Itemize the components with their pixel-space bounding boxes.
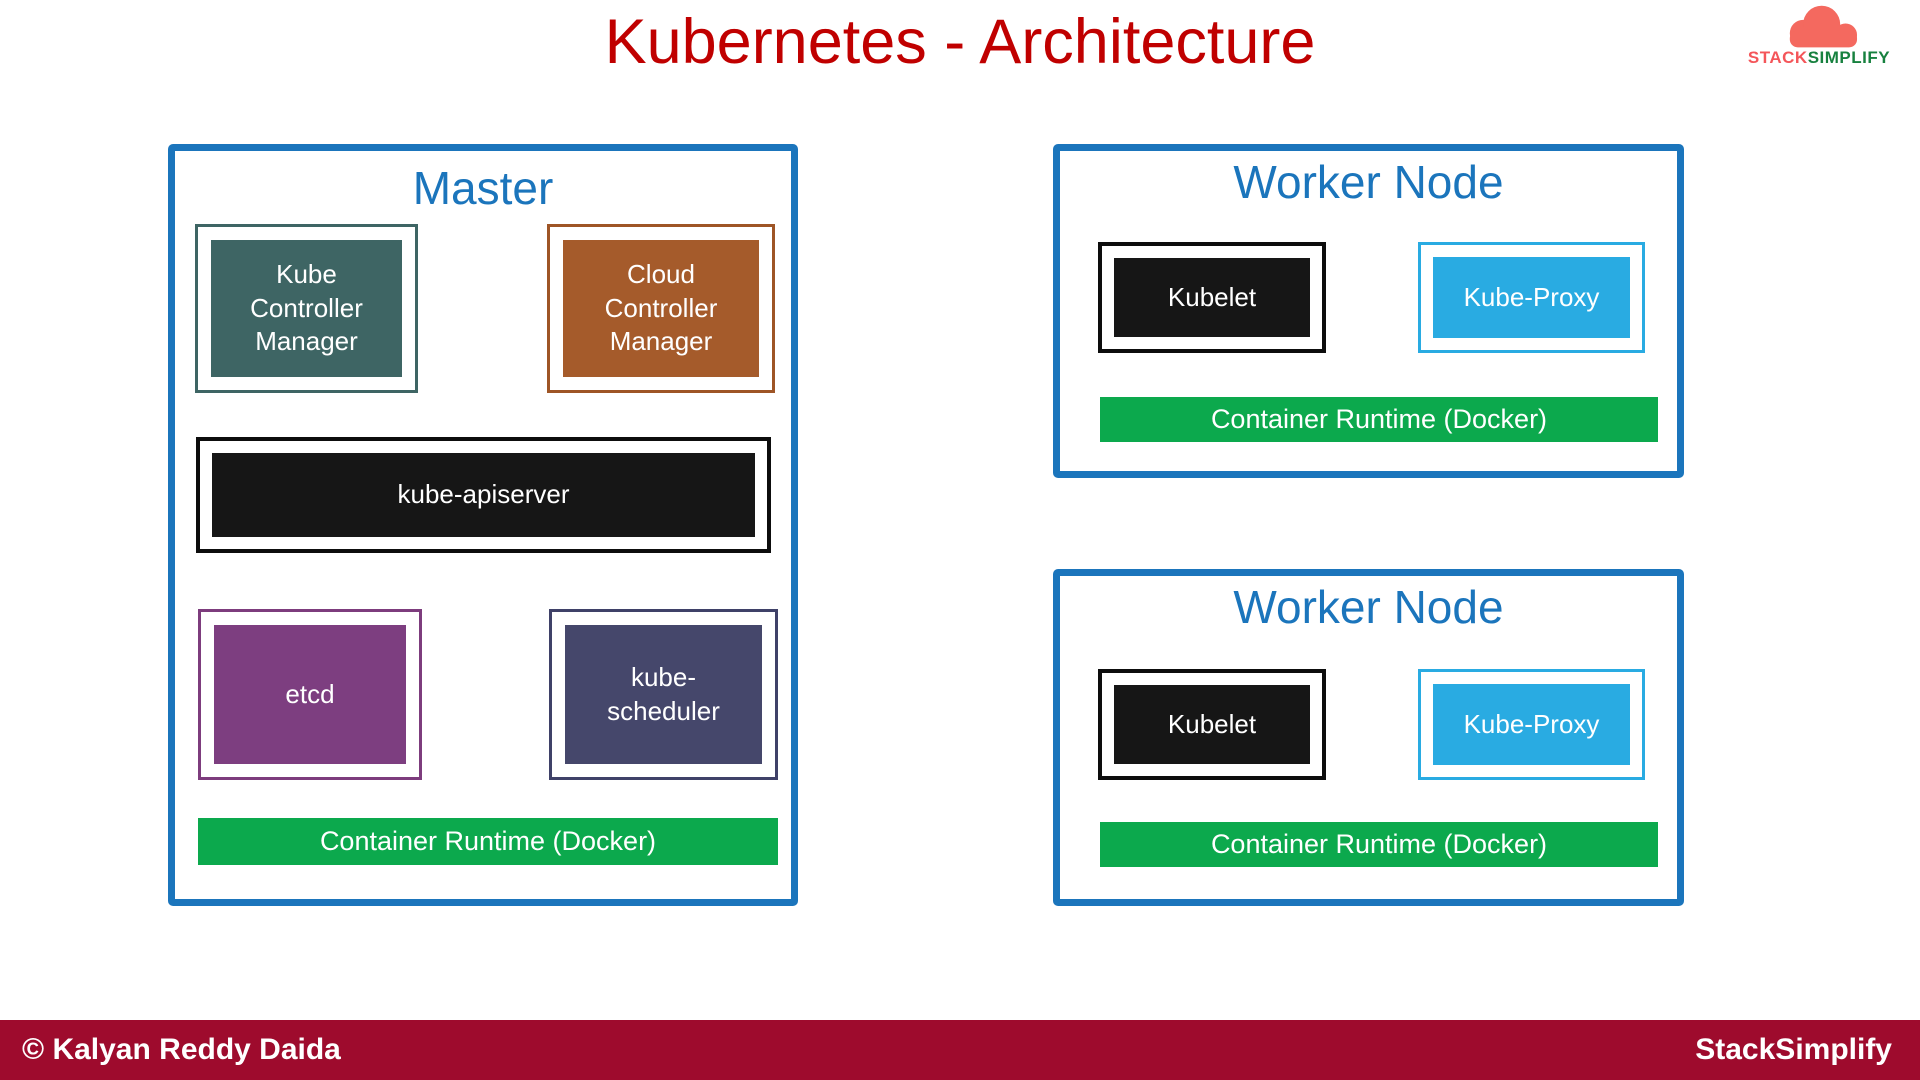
kube-scheduler-box: kube- scheduler [549,609,778,780]
cloud-controller-manager-label: Cloud Controller Manager [563,240,759,377]
worker-node-2-title: Worker Node [1233,581,1504,633]
kube-scheduler-label: kube- scheduler [565,625,762,764]
worker-1-kube-proxy-label: Kube-Proxy [1433,257,1630,338]
logo-stack-text: STACK [1747,48,1808,67]
worker-node-2-panel: Worker Node Kubelet Kube-Proxy Container… [1053,569,1684,906]
worker-2-kube-proxy-label: Kube-Proxy [1433,684,1630,765]
footer-copyright: © Kalyan Reddy Daida [22,1033,341,1066]
master-panel-title: Master [412,162,554,214]
kube-apiserver-box: kube-apiserver [196,437,771,553]
footer-brand: StackSimplify [1695,1033,1892,1066]
kube-controller-manager-box: Kube Controller Manager [195,224,418,393]
worker-2-kube-proxy-box: Kube-Proxy [1418,669,1645,780]
etcd-label: etcd [214,625,406,764]
worker-1-kubelet-box: Kubelet [1098,242,1326,353]
footer-bar: © Kalyan Reddy Daida StackSimplify [0,1020,1920,1080]
worker-node-1-panel: Worker Node Kubelet Kube-Proxy Container… [1053,144,1684,478]
worker-1-kube-proxy-box: Kube-Proxy [1418,242,1645,353]
etcd-box: etcd [198,609,422,780]
stacksimplify-logo: STACKSIMPLIFY [1744,4,1894,68]
worker-2-container-runtime-bar: Container Runtime (Docker) [1100,822,1658,867]
worker-2-kubelet-label: Kubelet [1114,685,1310,764]
kube-controller-manager-label: Kube Controller Manager [211,240,402,377]
worker-2-kubelet-box: Kubelet [1098,669,1326,780]
logo-simplify-text: SIMPLIFY [1807,48,1891,67]
worker-1-container-runtime-bar: Container Runtime (Docker) [1100,397,1658,442]
cloud-icon [1744,4,1894,50]
master-container-runtime-bar: Container Runtime (Docker) [198,818,778,865]
worker-1-kubelet-label: Kubelet [1114,258,1310,337]
worker-node-1-title: Worker Node [1233,156,1504,208]
kube-apiserver-label: kube-apiserver [212,453,755,537]
page-title: Kubernetes - Architecture [604,7,1316,77]
master-panel: Master Kube Controller Manager Cloud Con… [168,144,798,906]
cloud-controller-manager-box: Cloud Controller Manager [547,224,775,393]
logo-wordmark: STACKSIMPLIFY [1744,48,1894,68]
